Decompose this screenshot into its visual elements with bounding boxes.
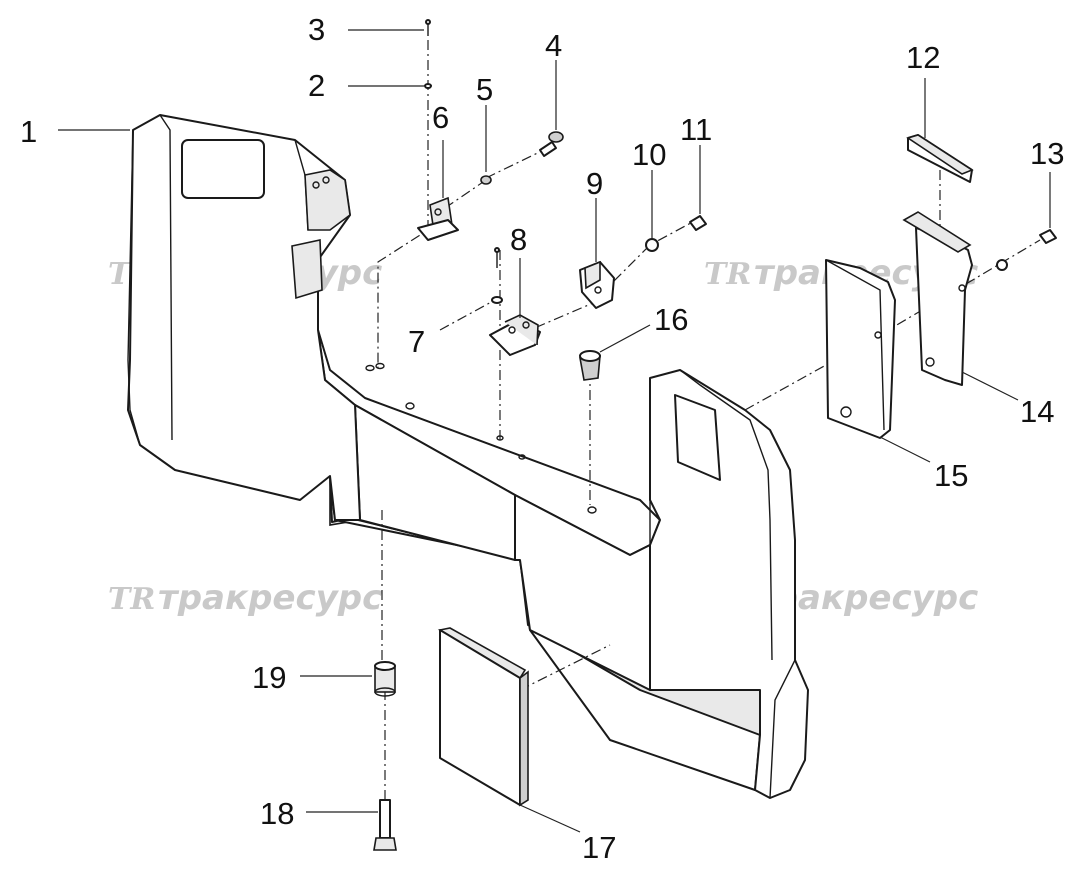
part-11-bolt	[689, 215, 707, 231]
part-15-plate	[825, 259, 896, 439]
svg-text:TR: TR	[704, 257, 751, 292]
part-19-spacer	[374, 661, 396, 697]
label-part-15: 15	[934, 458, 968, 493]
part-labels: 1 2 3 4 5 6 7 8 9 10 11 12 13 14 15 16 1…	[20, 12, 1064, 865]
label-part-9: 9	[586, 166, 603, 201]
part-18-bolt	[373, 799, 397, 851]
svg-text:TR: TR	[108, 582, 155, 617]
svg-text:тракресурс: тракресурс	[158, 578, 382, 618]
label-part-7: 7	[408, 324, 425, 359]
counterweight-body	[127, 114, 809, 799]
part-8-bracket	[489, 314, 541, 356]
part-7-screw	[491, 247, 503, 304]
label-part-1: 1	[20, 114, 37, 149]
part-3-screw	[425, 19, 431, 36]
part-2-washer	[424, 83, 432, 89]
part-17-pad	[437, 627, 529, 807]
label-part-8: 8	[510, 222, 527, 257]
label-part-17: 17	[582, 830, 616, 865]
label-part-16: 16	[654, 302, 688, 337]
label-part-2: 2	[308, 68, 325, 103]
part-10-washer	[645, 238, 659, 252]
label-part-3: 3	[308, 12, 325, 47]
part-13-bolt	[996, 229, 1057, 271]
part-16-plug	[579, 350, 601, 381]
label-part-12: 12	[906, 40, 940, 75]
label-part-18: 18	[260, 796, 294, 831]
leader-lines	[58, 29, 1051, 833]
label-part-10: 10	[632, 137, 666, 172]
part-5-nut	[480, 175, 492, 185]
label-part-14: 14	[1020, 394, 1054, 429]
label-part-13: 13	[1030, 136, 1064, 171]
label-part-5: 5	[476, 72, 493, 107]
label-part-4: 4	[545, 28, 562, 63]
watermark-3: TR тракресурс	[108, 578, 382, 618]
label-part-11: 11	[680, 112, 712, 147]
label-part-6: 6	[432, 100, 449, 135]
part-6-bracket	[417, 196, 459, 241]
part-12-block	[906, 134, 974, 183]
part-4-bolt	[539, 131, 564, 157]
label-part-19: 19	[252, 660, 286, 695]
part-14-plate	[902, 211, 973, 386]
part-9-bracket	[579, 260, 615, 309]
